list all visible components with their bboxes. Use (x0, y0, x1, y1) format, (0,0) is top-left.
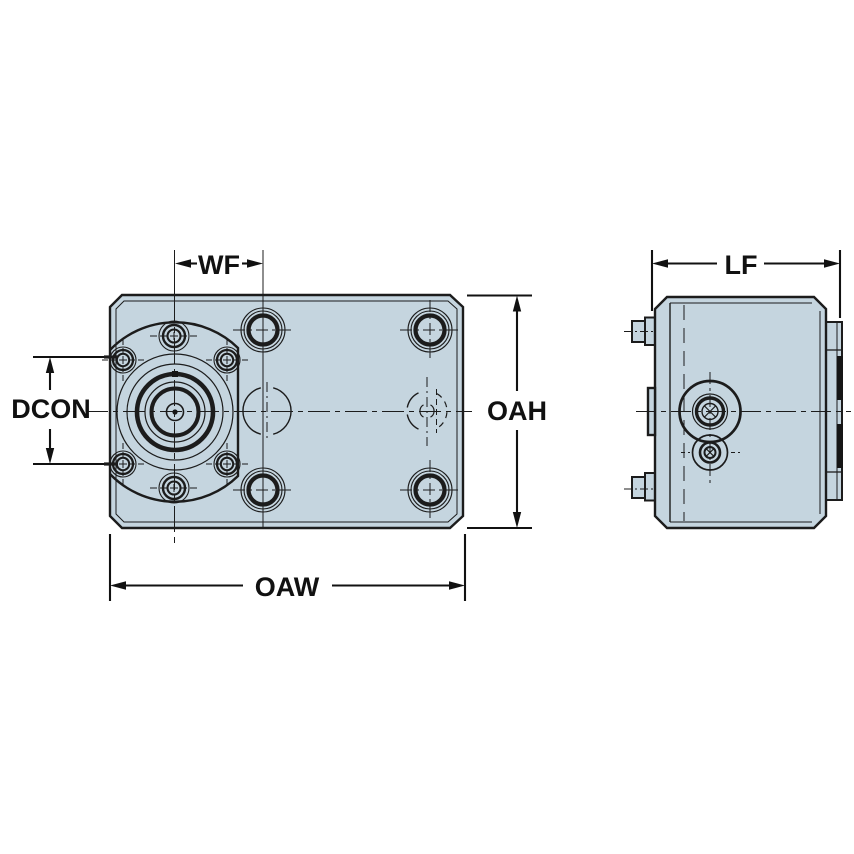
hidden-hole-right (406, 377, 448, 446)
dimension-label-wf: WF (198, 250, 240, 280)
flange-top-bolt (150, 320, 198, 352)
dimension-lf: LF (650, 250, 842, 318)
front-body-chamfer-edge (115, 300, 458, 523)
mounting-bolt (400, 300, 460, 360)
dimension-label-oaw: OAW (255, 572, 320, 602)
coupling-index-notch (172, 371, 178, 377)
flange-bottom-bolt (150, 472, 198, 504)
bolt-hole (206, 443, 248, 485)
coupling-bore (116, 353, 234, 471)
mounting-bolt (233, 467, 293, 513)
dimension-oah: OAH (467, 294, 547, 530)
hidden-hole-center (242, 382, 292, 441)
front-view (86, 250, 472, 548)
dimension-oaw: OAW (108, 534, 467, 602)
side-top-lug (624, 316, 663, 346)
coupling-seal-top (836, 356, 843, 400)
bolt-hole (206, 339, 248, 381)
dimension-dcon: DCON (11, 355, 118, 466)
dimension-wf: WF (175, 250, 263, 280)
mounting-bolt (233, 307, 293, 353)
dimension-label-oah: OAH (487, 396, 547, 426)
bolt-hole (102, 339, 144, 381)
body-mounting-bolts (233, 300, 460, 520)
coupling-center-dot (172, 409, 178, 415)
side-view (624, 295, 851, 530)
mounting-bolt (400, 460, 460, 520)
secondary-screw (681, 434, 740, 471)
dimension-label-dcon: DCON (11, 394, 91, 424)
dimension-label-lf: LF (725, 250, 758, 280)
flange-corner-bolts (102, 339, 248, 485)
side-coupling-block (825, 321, 843, 501)
coupling-flange-outline (109, 321, 240, 503)
coupling-seal-bottom (836, 424, 843, 468)
